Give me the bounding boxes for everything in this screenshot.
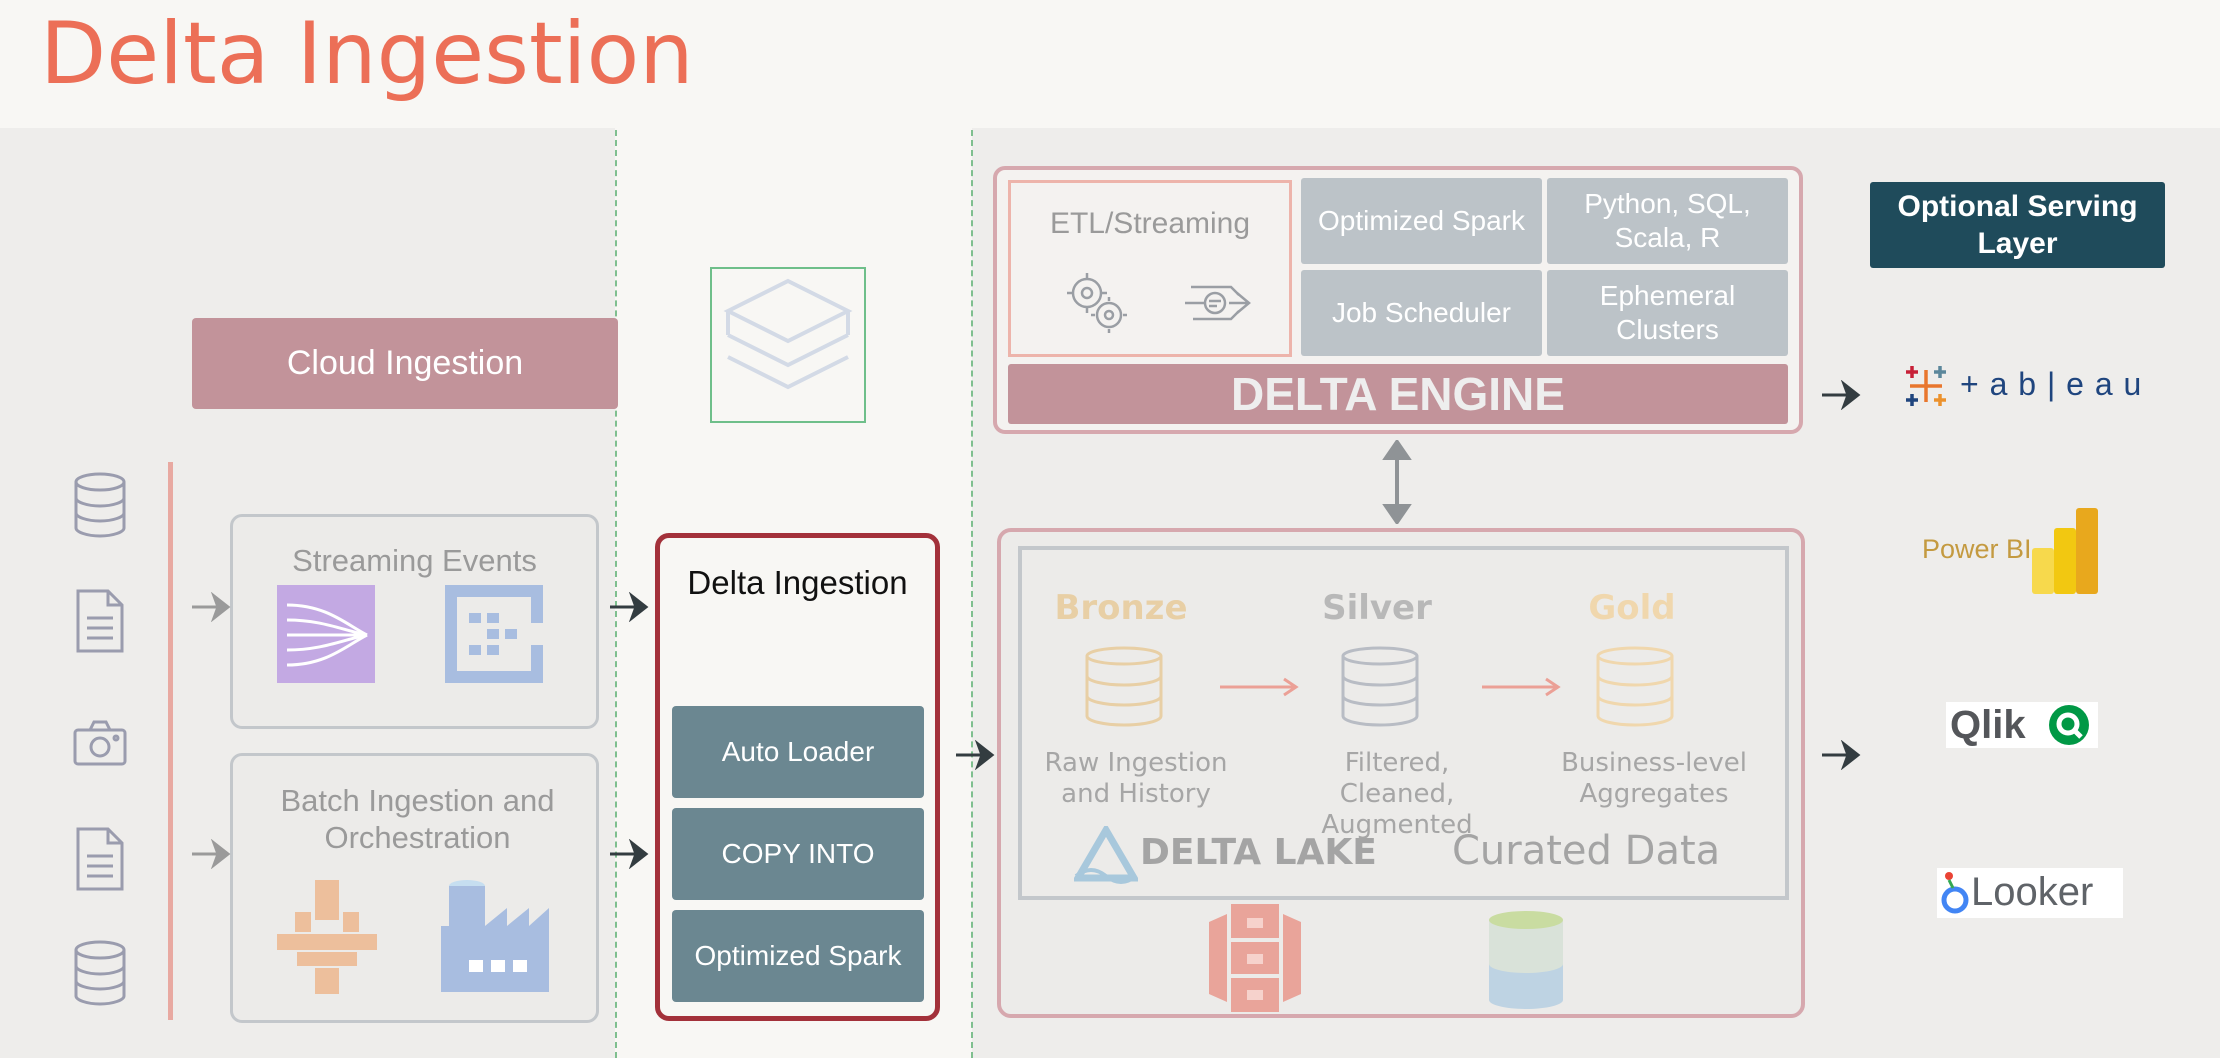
gold-caption: Business-level Aggregates: [1561, 748, 1747, 810]
delta-ingestion-title: Delta Ingestion: [687, 564, 908, 601]
curated-data-box: Bronze Silver Gold Raw Ingestion and His…: [1018, 546, 1789, 900]
tableau-wordmark: + a b | e a u: [1960, 366, 2143, 402]
cloud-ingestion-banner: Cloud Ingestion: [192, 318, 618, 409]
languages-tile: Python, SQL, Scala, R: [1547, 178, 1788, 264]
tableau-icon: [1906, 366, 1946, 406]
auto-loader-button[interactable]: Auto Loader: [672, 706, 924, 798]
document-icon: [76, 827, 124, 891]
delta-engine-box: ETL/Streaming Optimized Spark Python, SQ…: [993, 166, 1803, 434]
delta-lake-logo-icon: [1074, 826, 1138, 884]
powerbi-icon: [2032, 508, 2098, 594]
arrow-right-icon: [1482, 677, 1561, 697]
arrow-right-icon: [1822, 740, 1861, 770]
silver-database-icon: [1341, 646, 1419, 727]
arrow-right-icon: [956, 740, 995, 770]
qlik-logo: Qlik: [1946, 702, 2098, 748]
kinesis-icon: [277, 585, 375, 683]
bronze-label: Bronze: [1054, 588, 1188, 628]
copy-into-button[interactable]: COPY INTO: [672, 808, 924, 900]
bronze-database-icon: [1085, 646, 1163, 727]
delta-lake-label: DELTA LAKE: [1140, 832, 1377, 873]
silver-caption: Filtered, Cleaned, Augmented: [1321, 748, 1473, 841]
job-scheduler-tile: Job Scheduler: [1301, 270, 1542, 356]
arrow-right-icon: [1220, 677, 1299, 697]
optimized-spark-button[interactable]: Optimized Spark: [672, 910, 924, 1002]
arrow-right-icon: [610, 592, 649, 622]
serving-layer-header: Optional Serving Layer: [1870, 182, 2165, 268]
batch-ingestion-box: Batch Ingestion and Orchestration: [230, 753, 599, 1023]
layers-icon: [723, 278, 853, 390]
looker-icon: [1941, 872, 1969, 914]
looker-wordmark: Looker: [1971, 870, 2094, 914]
curated-data-label: Curated Data: [1452, 828, 1721, 874]
powerbi-logo: Power BI: [1920, 508, 2110, 594]
delta-layers-box: [710, 267, 866, 423]
source-bar: [168, 462, 173, 1020]
tableau-logo: + a b | e a u: [1900, 360, 2160, 412]
gold-label: Gold: [1588, 588, 1676, 628]
delta-engine-label: DELTA ENGINE: [1008, 364, 1788, 424]
arrow-right-icon: [192, 592, 231, 622]
gold-database-icon: [1596, 646, 1674, 727]
arrow-right-icon: [610, 839, 649, 869]
batch-ingestion-title: Batch Ingestion and Orchestration: [280, 783, 555, 856]
event-hubs-icon: [445, 585, 543, 683]
page-title: Delta Ingestion: [40, 4, 694, 104]
stream-filter-icon: [1185, 285, 1251, 321]
silver-label: Silver: [1322, 588, 1432, 628]
arrow-right-icon: [192, 839, 231, 869]
arrow-right-icon: [1822, 380, 1861, 410]
divider-left: [615, 130, 617, 1058]
streaming-events-title: Streaming Events: [292, 543, 537, 578]
looker-logo: Looker: [1937, 868, 2123, 918]
qlik-q-icon: [2049, 705, 2089, 745]
bronze-caption: Raw Ingestion and History: [1044, 748, 1228, 810]
aws-glue-icon: [277, 880, 377, 994]
delta-lake-container: Bronze Silver Gold Raw Ingestion and His…: [997, 528, 1805, 1018]
qlik-wordmark: Qlik: [1950, 703, 2026, 747]
data-factory-icon: [441, 880, 549, 992]
delta-ingestion-box: Delta Ingestion Auto Loader COPY INTO Op…: [655, 533, 940, 1021]
document-icon: [76, 589, 124, 653]
etl-streaming-box: ETL/Streaming: [1008, 180, 1292, 357]
storage-bucket-icon: [1489, 911, 1563, 1009]
ephemeral-clusters-tile: Ephemeral Clusters: [1547, 270, 1788, 356]
bidirectional-arrow-icon: [1382, 440, 1412, 524]
etl-streaming-label: ETL/Streaming: [1049, 207, 1251, 240]
gears-icon: [1067, 273, 1127, 333]
powerbi-label: Power BI: [1922, 534, 2032, 564]
camera-icon: [73, 720, 127, 766]
database-icon: [74, 472, 126, 538]
s3-bucket-icon: [1209, 904, 1301, 1012]
divider-right: [971, 130, 973, 1058]
optimized-spark-tile: Optimized Spark: [1301, 178, 1542, 264]
database-icon: [74, 940, 126, 1006]
streaming-events-box: Streaming Events: [230, 514, 599, 729]
